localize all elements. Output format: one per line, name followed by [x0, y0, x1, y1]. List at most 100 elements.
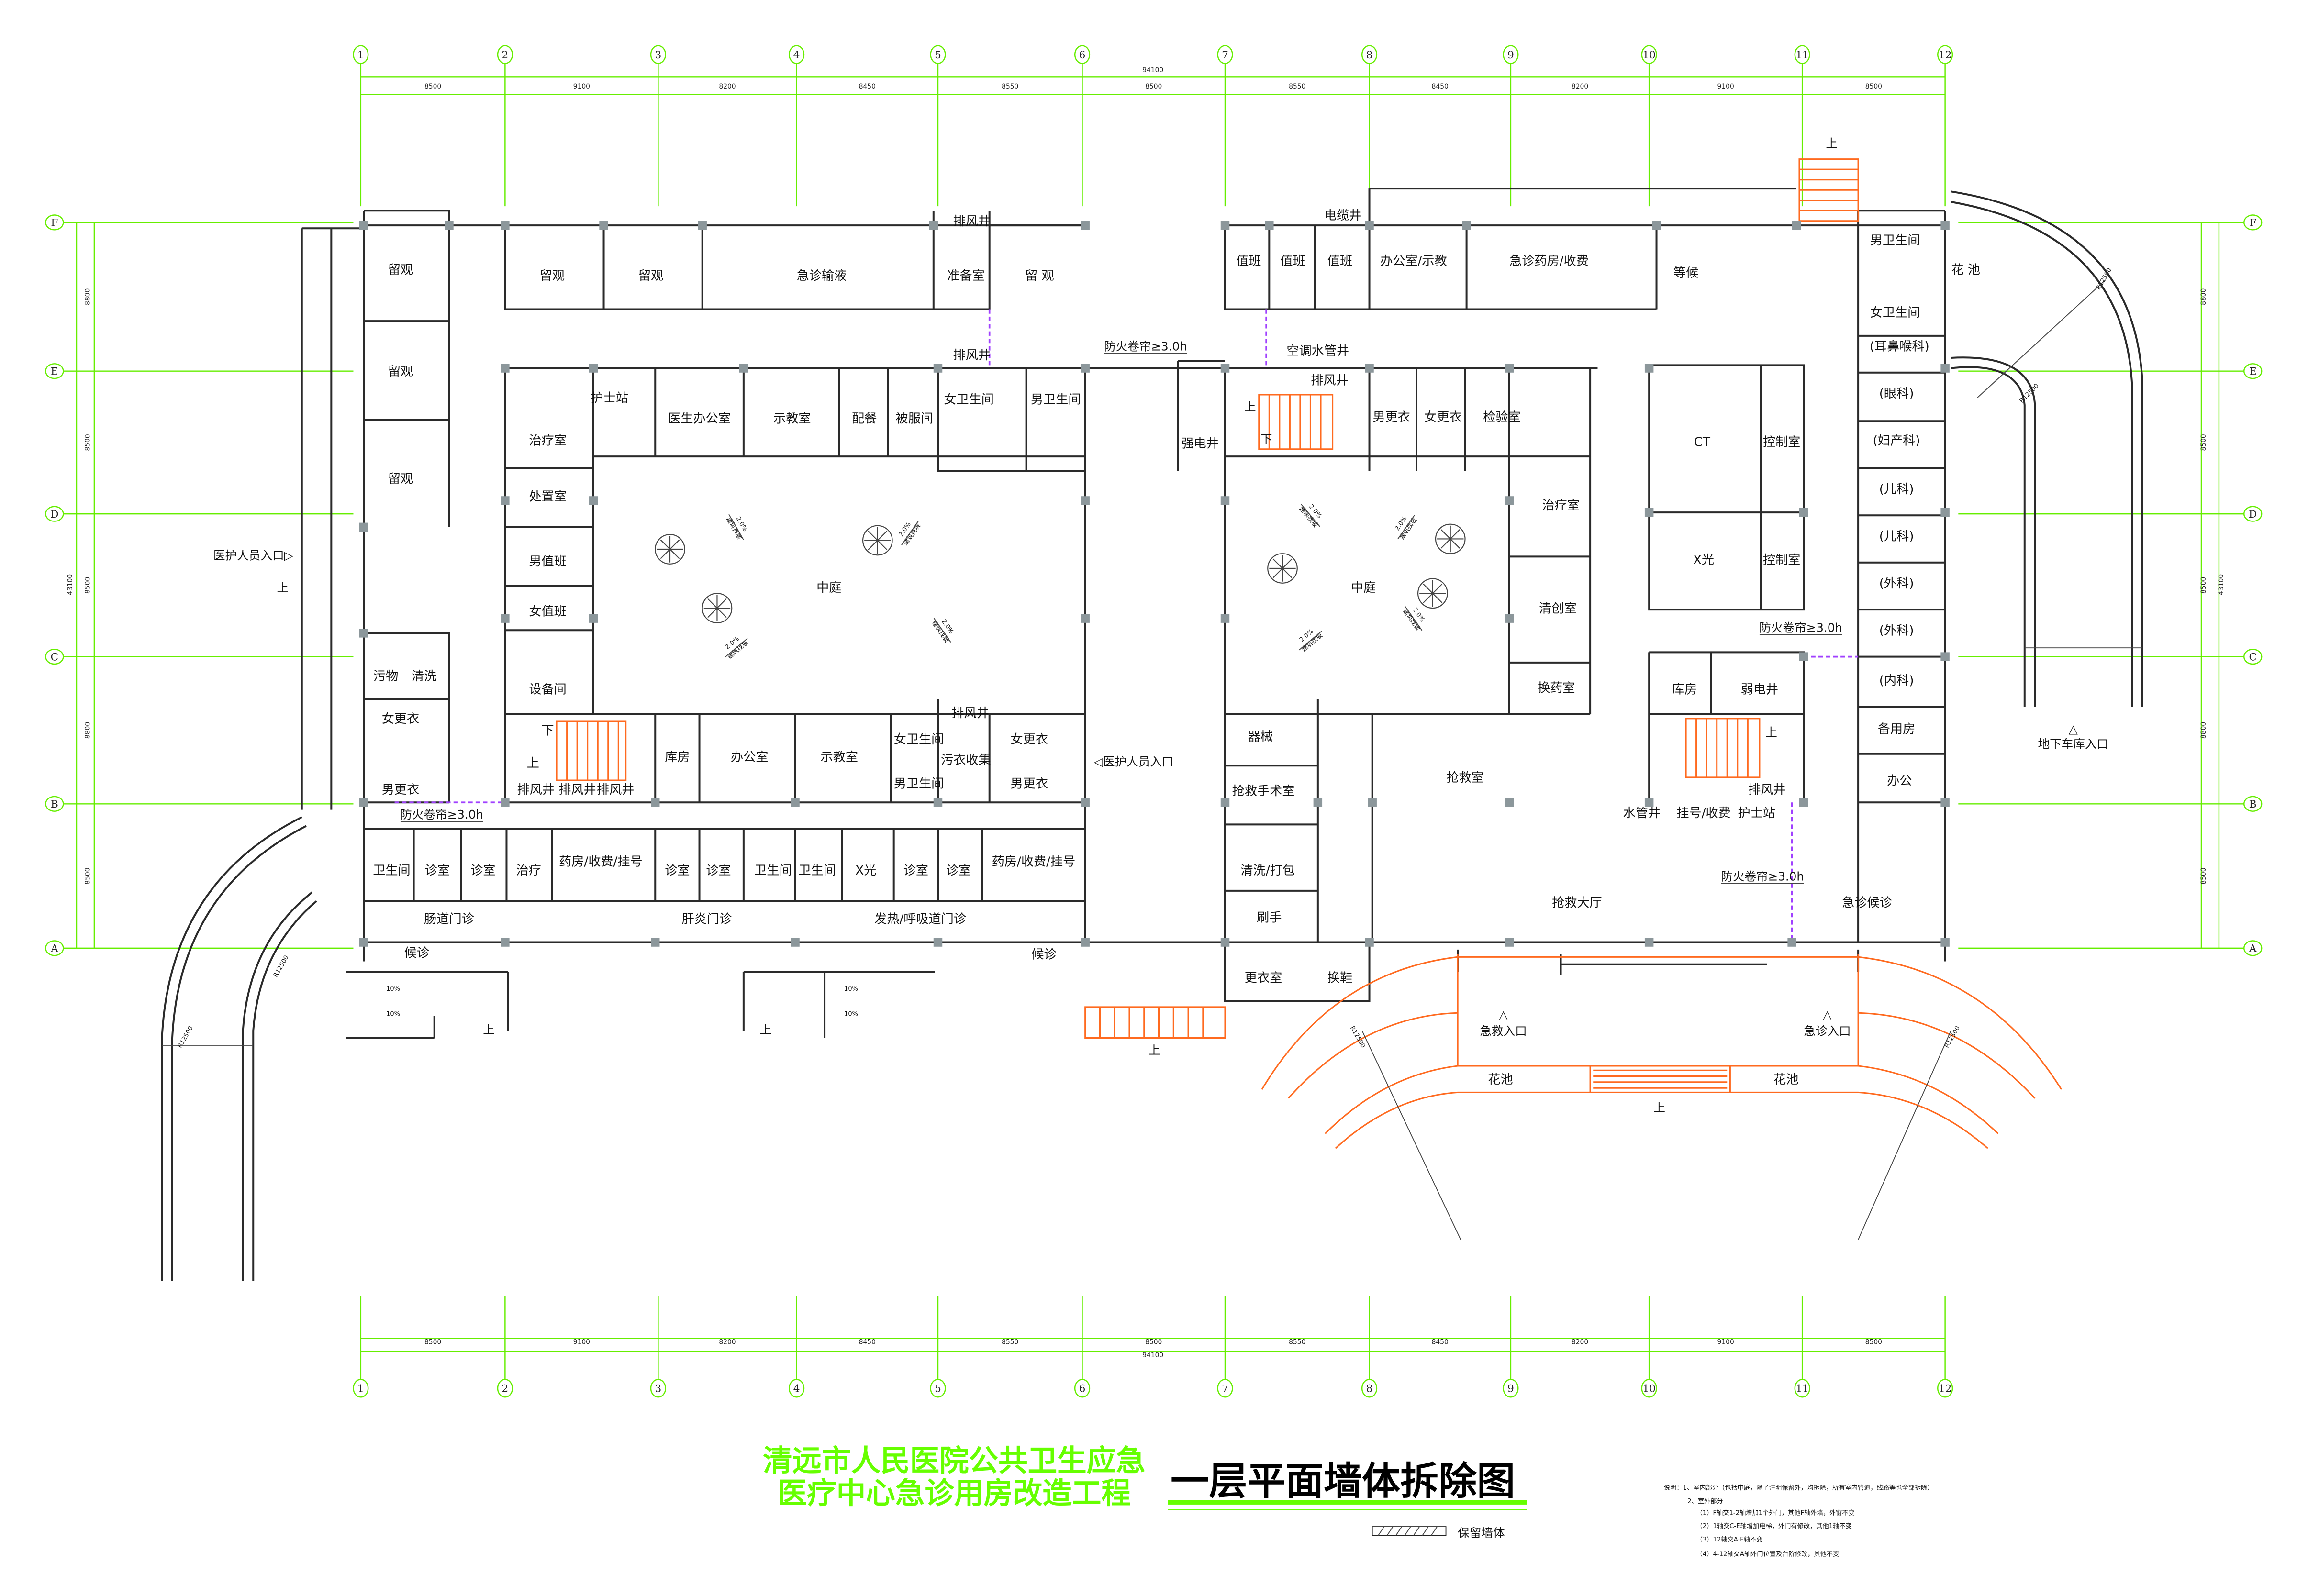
- room-label: 留 观: [1025, 269, 1054, 283]
- room-label: 发热/呼吸道门诊: [874, 912, 966, 927]
- room-label: 清洗: [412, 669, 436, 684]
- slope-arrow-icon: [901, 521, 919, 545]
- room-label: 抢救手术室: [1232, 784, 1295, 798]
- axis-bubble: [2243, 363, 2263, 379]
- room-label: 男卫生间: [1870, 233, 1920, 248]
- axis-label: A: [50, 943, 58, 955]
- room-labels: 留观留观留观留观留观急诊输液准备室留 观排风井排风井护士站医生办公室示教室配餐被…: [373, 209, 1980, 1087]
- column: [1265, 221, 1274, 230]
- column: [698, 221, 707, 230]
- axis-label: C: [51, 651, 58, 663]
- axis-bubble: [2243, 649, 2263, 665]
- slope-arrow-icon: [1405, 606, 1423, 631]
- column: [501, 798, 510, 807]
- room-label: 排风井: [953, 214, 991, 229]
- row-spacing-label: 8800: [84, 722, 92, 739]
- axis-bubble: [497, 45, 513, 64]
- ramp-slope-label: 10%: [386, 986, 400, 993]
- column: [1792, 221, 1801, 230]
- room-label: 男更衣: [1011, 776, 1048, 791]
- column: [1220, 938, 1230, 947]
- axis-bubble: [1641, 45, 1657, 64]
- slope-annotation: 2.0%建筑找坡: [1298, 628, 1324, 654]
- slope-arrow-icon: [1300, 504, 1320, 527]
- axis-label: 6: [1079, 1383, 1086, 1395]
- column: [651, 938, 660, 947]
- row-spacing-label: 8800: [84, 288, 92, 305]
- slope-arrow-icon: [728, 514, 744, 540]
- axis-bubble: [2243, 940, 2263, 956]
- note-line: （1）F轴交1-2轴增加1个外门，其他F轴外墙，外窗不变: [1696, 1508, 1855, 1517]
- axis-label: 1: [357, 1383, 364, 1395]
- room-label: 诊室: [946, 864, 971, 878]
- column: [933, 798, 943, 807]
- column: [501, 221, 510, 230]
- room-label: 排风井: [953, 348, 991, 363]
- stair-direction-label: 上: [277, 581, 289, 595]
- axis-label: 9: [1507, 49, 1514, 61]
- entrance-label: 急诊入口: [1804, 1024, 1851, 1038]
- room-label: 药房/收费/挂号: [992, 855, 1075, 869]
- room-label: 办公室: [731, 750, 768, 765]
- room-label: 女卫生间: [894, 732, 944, 747]
- room-label: 值班: [1236, 254, 1261, 268]
- room-label: (外科): [1879, 576, 1914, 591]
- note-line: 2、室外部分: [1687, 1497, 1723, 1505]
- room-label: 弱电井: [1741, 683, 1778, 697]
- axis-label: 11: [1795, 49, 1808, 61]
- column: [1799, 652, 1808, 661]
- room-label: 被服间: [896, 411, 933, 426]
- stair-direction-label: 上: [1244, 400, 1256, 414]
- column: [933, 938, 943, 947]
- column: [1644, 364, 1654, 373]
- column-spacing-label: 8500: [1145, 83, 1162, 90]
- column-spacing-label: 9100: [1717, 1339, 1734, 1346]
- room-label: 设备间: [529, 683, 566, 697]
- row-spacing-label: 8500: [84, 434, 92, 451]
- axis-label: 12: [1939, 1383, 1951, 1395]
- room-label: 诊室: [470, 864, 495, 878]
- room-label: 清洗/打包: [1241, 864, 1295, 878]
- room-label: 候诊: [1031, 947, 1056, 962]
- axis-bubble: [1937, 1379, 1953, 1398]
- axis-bubble: [1361, 1379, 1378, 1398]
- column-spacing-label: 8200: [1572, 83, 1588, 90]
- column: [1505, 496, 1514, 505]
- room-label: 急诊输液: [797, 269, 847, 283]
- stair-direction-label: 上: [1148, 1043, 1160, 1057]
- stair-direction-label: 上: [1826, 136, 1838, 150]
- axis-label: 4: [793, 1383, 800, 1395]
- axis-bubble: [2243, 214, 2263, 231]
- slope-annotation: 2.0%建筑找坡: [1298, 503, 1323, 529]
- row-spacing-label: 8500: [2200, 867, 2208, 884]
- room-label: 男值班: [529, 554, 566, 569]
- axis-bubble: [353, 45, 369, 64]
- room-label: 医生办公室: [668, 411, 731, 426]
- tree-icon: [1267, 553, 1298, 584]
- column: [1081, 221, 1090, 230]
- tree-icon: [1435, 523, 1466, 554]
- slope-annotation: 2.0%建筑找坡: [930, 618, 955, 644]
- column: [1644, 508, 1654, 517]
- room-label: 花 池: [1951, 263, 1980, 277]
- room-label: 花池: [1488, 1073, 1513, 1087]
- room-label: 备用房: [1878, 722, 1915, 737]
- room-label: 等候: [1673, 266, 1698, 280]
- axis-label: 2: [502, 49, 509, 61]
- tree-icon: [1417, 578, 1448, 609]
- slope-annotation: 2.0%建筑找坡: [724, 635, 750, 661]
- room-label: 排风井 排风井: [517, 783, 596, 797]
- room-label: 治疗室: [529, 434, 566, 448]
- column-spacing-label: 9100: [1717, 83, 1734, 90]
- structural-columns: [359, 221, 1950, 947]
- axis-label: 4: [793, 49, 800, 61]
- room-label: (妇产科): [1873, 434, 1920, 448]
- slope-arrow-icon: [1397, 515, 1415, 540]
- axis-bubble: [650, 1379, 666, 1398]
- legend-retained-wall: 保留墙体: [1372, 1526, 1505, 1540]
- column: [1940, 798, 1950, 807]
- room-label: 护士站: [591, 391, 628, 405]
- column: [1365, 364, 1374, 373]
- total-depth-label: 43100: [2218, 574, 2225, 595]
